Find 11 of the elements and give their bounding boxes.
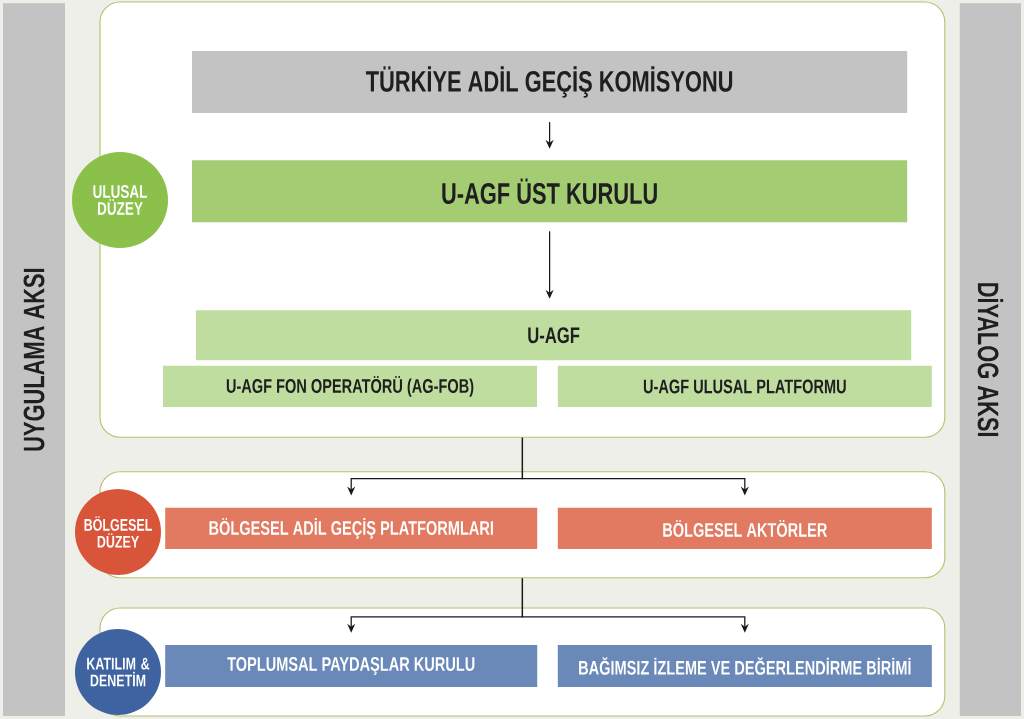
- unit-box: U-AGF: [196, 310, 912, 361]
- council-box: TOPLUMSAL PAYDAŞLAR KURULU: [165, 645, 538, 687]
- platform-box: BÖLGESEL ADİL GEÇİŞ PLATFORMLARI: [165, 507, 538, 549]
- axis-bar: DİYALOG AKSI: [959, 3, 1021, 716]
- actors-box: BÖLGESEL AKTÖRLER: [557, 507, 932, 549]
- unit-box: BAĞIMSIZ İZLEME VE DEĞERLENDİRME BİRİMİ: [557, 645, 932, 687]
- unit-box: U-AGF ULUSAL PLATFORMU: [557, 365, 932, 407]
- board-box: U-AGF ÜST KURULU: [192, 160, 908, 223]
- commission-box: TÜRKİYE ADİL GEÇİŞ KOMİSYONU: [192, 51, 908, 113]
- unit-box: U-AGF FON OPERATÖRÜ (AG-FOB): [163, 365, 537, 407]
- axis-bar: UYGULAMA AKSI: [3, 3, 65, 716]
